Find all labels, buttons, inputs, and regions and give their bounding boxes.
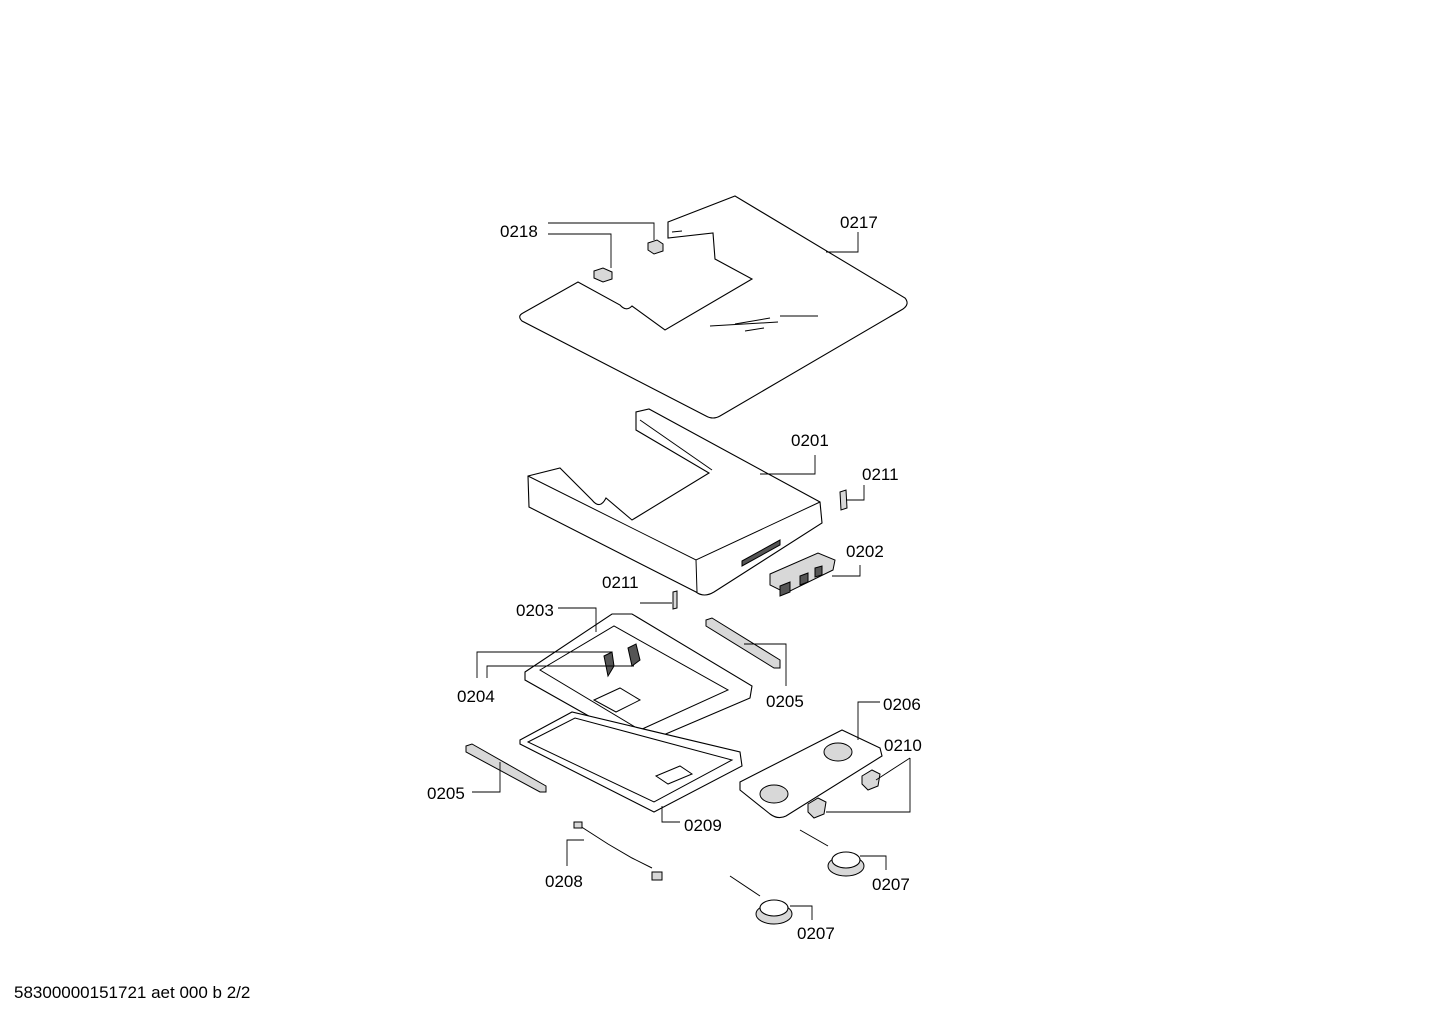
callout-0218: 0218 <box>500 222 538 241</box>
part-cap-0210 <box>807 769 881 819</box>
callout-0209: 0209 <box>684 816 722 835</box>
callout-0204: 0204 <box>457 687 495 706</box>
callout-0203: 0203 <box>516 601 554 620</box>
callout-0207-right: 0207 <box>872 875 910 894</box>
part-rail-0205 <box>465 617 781 793</box>
callout-0206: 0206 <box>883 695 921 714</box>
callout-0211-lower: 0211 <box>602 573 639 592</box>
callout-0202: 0202 <box>846 542 884 561</box>
part-inner-glass-0209 <box>519 711 743 813</box>
callout-0207-bottom: 0207 <box>797 924 835 943</box>
part-frame-0201 <box>527 408 823 596</box>
callout-0210: 0210 <box>884 736 922 755</box>
leader-lines <box>472 222 911 920</box>
part-knob-0207 <box>729 829 865 925</box>
part-glass-top-0217 <box>519 195 908 419</box>
callout-0205-right: 0205 <box>766 692 804 711</box>
part-buffer-0218 <box>593 239 664 283</box>
part-control-module-0202 <box>769 552 836 597</box>
part-bracket-0206 <box>739 729 883 819</box>
callout-0201: 0201 <box>791 431 829 450</box>
document-footer-id: 58300000151721 aet 000 b 2/2 <box>14 983 251 1002</box>
part-cable-0208 <box>573 821 663 881</box>
part-clip-0211 <box>672 489 848 610</box>
callout-0211-upper: 0211 <box>862 465 899 484</box>
callout-0217: 0217 <box>840 213 878 232</box>
callout-0205-left: 0205 <box>427 784 465 803</box>
callout-0208: 0208 <box>545 872 583 891</box>
